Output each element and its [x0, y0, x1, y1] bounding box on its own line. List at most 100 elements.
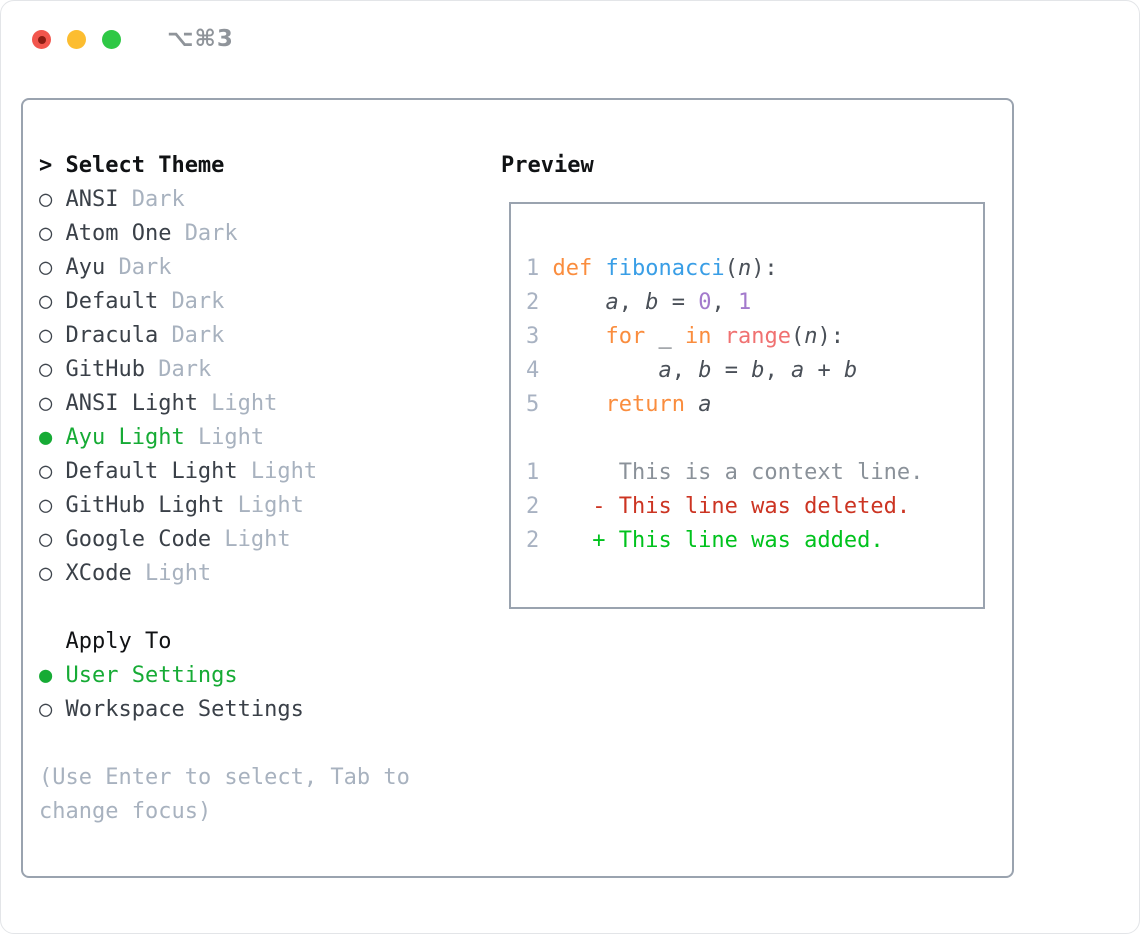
theme-name: ANSI	[65, 187, 119, 212]
hint-text-line1: (Use Enter to select, Tab to	[39, 765, 410, 790]
theme-variant: Light	[197, 425, 265, 450]
theme-option[interactable]: ○ GitHub Light Light	[39, 489, 499, 523]
theme-variant: Dark	[118, 255, 172, 280]
code-token: ,	[764, 358, 791, 383]
code-token: +	[804, 358, 844, 383]
code-token: ):	[817, 324, 844, 349]
radio-icon: ○	[39, 561, 53, 586]
radio-icon: ○	[39, 493, 53, 518]
code-token: 1	[737, 290, 752, 315]
theme-name: Ayu	[65, 255, 106, 280]
radio-selected-icon: ●	[39, 425, 53, 450]
window-title: ⌥⌘3	[167, 26, 234, 52]
line-number: 2	[526, 494, 540, 519]
theme-name: Default Light	[65, 459, 238, 484]
theme-variant: Dark	[171, 323, 225, 348]
code-token: for	[605, 324, 646, 349]
theme-variant: Light	[237, 493, 304, 518]
code-token: b	[843, 358, 858, 383]
line-number: 2	[526, 290, 540, 315]
code-token: b	[698, 358, 712, 383]
code-token: - This line was deleted.	[552, 494, 911, 519]
theme-variant: Dark	[158, 357, 212, 382]
close-button[interactable]	[32, 30, 51, 49]
theme-variant: Dark	[184, 221, 238, 246]
code-token	[552, 324, 605, 349]
code-token: a	[658, 358, 672, 383]
preview-title: Preview	[501, 153, 594, 178]
radio-icon: ○	[39, 187, 53, 212]
code-token	[685, 392, 698, 417]
code-token: range	[724, 324, 791, 349]
line-number: 3	[526, 324, 540, 349]
apply-to-header: Apply To	[39, 625, 499, 659]
zoom-button[interactable]	[102, 30, 121, 49]
line-number: 5	[526, 392, 540, 417]
theme-option[interactable]: ○ Ayu Dark	[39, 251, 499, 285]
code-line: 2 - This line was deleted.	[526, 490, 983, 524]
code-line	[526, 422, 983, 456]
code-token: b	[751, 358, 765, 383]
option-label: Workspace Settings	[65, 697, 304, 722]
code-token: =	[658, 290, 699, 315]
apply-to-option[interactable]: ●User Settings	[39, 659, 499, 693]
code-token: def	[552, 256, 606, 281]
theme-option[interactable]: ○ Google Code Light	[39, 523, 499, 557]
code-token: =	[711, 358, 752, 383]
radio-icon: ○	[39, 527, 53, 552]
code-token: _	[645, 324, 685, 349]
spacer	[39, 591, 499, 625]
radio-icon: ○	[39, 391, 53, 416]
code-token: return	[605, 392, 685, 417]
apply-to-label: Apply To	[65, 629, 172, 654]
theme-option[interactable]: ● Ayu Light Light	[39, 421, 499, 455]
theme-option[interactable]: ○ ANSI Dark	[39, 183, 499, 217]
radio-icon: ○	[39, 697, 53, 722]
code-token	[552, 392, 605, 417]
code-line: 4 a, b = b, a + b	[526, 354, 983, 388]
code-line: 2 a, b = 0, 1	[526, 286, 983, 320]
code-token: 0	[698, 290, 712, 315]
minimize-button[interactable]	[67, 30, 86, 49]
line-number: 1	[526, 256, 540, 281]
code-token: a	[605, 290, 619, 315]
code-token: b	[645, 290, 659, 315]
line-number: 2	[526, 528, 540, 553]
theme-variant: Light	[250, 459, 318, 484]
code-token: + This line was added.	[552, 528, 884, 553]
theme-name: Google Code	[65, 527, 212, 552]
titlebar: ⌥⌘3	[1, 1, 1139, 77]
radio-icon: ○	[39, 289, 53, 314]
theme-option[interactable]: ○ GitHub Dark	[39, 353, 499, 387]
option-label: User Settings	[65, 663, 238, 688]
theme-name: GitHub Light	[65, 493, 225, 518]
radio-icon: ○	[39, 255, 53, 280]
apply-to-option[interactable]: ○ Workspace Settings	[39, 693, 499, 727]
code-token: ):	[751, 256, 778, 281]
code-line: 3 for _ in range(n):	[526, 320, 983, 354]
theme-name: Ayu Light	[65, 425, 185, 450]
theme-name: GitHub	[65, 357, 145, 382]
theme-variant: Light	[224, 527, 291, 552]
radio-icon: ○	[39, 357, 53, 382]
radio-icon: ○	[39, 221, 53, 246]
code-token: ,	[671, 358, 699, 383]
code-token: fibonacci	[605, 256, 725, 281]
theme-variant: Dark	[131, 187, 185, 212]
line-number: 1	[526, 460, 540, 485]
select-theme-label: Select Theme	[65, 153, 225, 178]
code-token: ,	[711, 290, 738, 315]
code-token: n	[737, 256, 752, 281]
